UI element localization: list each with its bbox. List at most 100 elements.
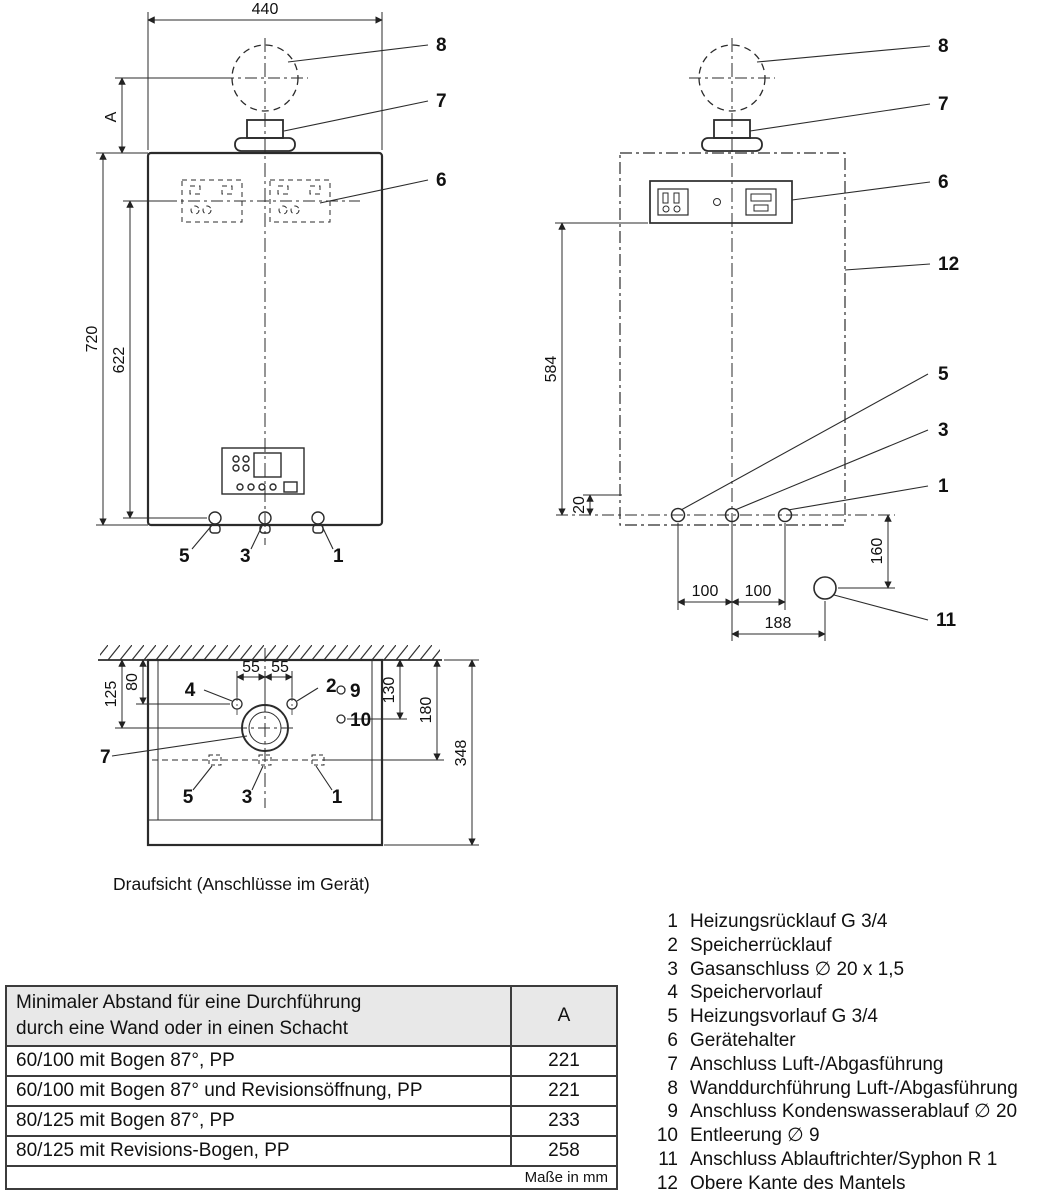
top-view: 55 55 125 80 130 180 — [98, 645, 479, 894]
rear-dim-188-label: 188 — [765, 615, 792, 632]
front-dim-720-label: 720 — [84, 326, 101, 353]
rear-callout-3: 3 — [938, 420, 949, 441]
front-dim-440 — [147, 12, 383, 150]
front-dim-440-label: 440 — [252, 1, 279, 18]
legend-item-number: 2 — [667, 934, 678, 956]
rear-flue-flange — [701, 137, 763, 152]
legend-item-label: Speicherrücklauf — [690, 934, 832, 956]
legend-item-label: Speichervorlauf — [690, 982, 823, 1004]
top-dim-55a-label: 55 — [242, 659, 260, 676]
top-callout-1: 1 — [332, 787, 343, 808]
table-row-label: 60/100 mit Bogen 87°, PP — [5, 1045, 512, 1077]
front-view: 440 A 720 622 8 — [84, 1, 447, 567]
legend-item-label: Gerätehalter — [690, 1029, 796, 1051]
top-callout-10: 10 — [350, 710, 371, 731]
table-row-value: 258 — [510, 1135, 618, 1167]
legend-item-number: 5 — [667, 1006, 678, 1028]
front-callout-3: 3 — [240, 546, 251, 567]
rear-dim-160 — [838, 514, 895, 589]
legend-item: 2 Speicherrücklauf — [652, 934, 1018, 958]
top-conn-10 — [336, 714, 346, 724]
legend-item-number: 10 — [656, 1125, 678, 1147]
legend: 1 Heizungsrücklauf G 3/4 2 Speicherrückl… — [652, 910, 1018, 1196]
top-dim-180-label: 180 — [418, 697, 435, 724]
top-conn-9 — [336, 685, 346, 695]
top-callout-5: 5 — [183, 787, 194, 808]
legend-item-label: Entleerung ∅ 9 — [690, 1125, 820, 1147]
legend-item: 11 Anschluss Ablauftrichter/Syphon R 1 — [652, 1148, 1018, 1172]
table-col-a-header: A — [510, 985, 618, 1047]
rear-callout-leaders — [680, 45, 931, 621]
technical-drawing: 440 A 720 622 8 — [84, 1, 959, 894]
top-hidden-connections — [208, 754, 325, 766]
table-row-value: 221 — [510, 1045, 618, 1077]
rear-callout-5: 5 — [938, 364, 949, 385]
legend-item: 1 Heizungsrücklauf G 3/4 — [652, 910, 1018, 934]
table-row: 60/100 mit Bogen 87° und Revisionsöffnun… — [5, 1075, 618, 1107]
wall-hatching — [100, 645, 440, 660]
legend-item-number: 4 — [667, 982, 678, 1004]
rear-callout-6: 6 — [938, 172, 949, 193]
legend-item: 5 Heizungsvorlauf G 3/4 — [652, 1005, 1018, 1029]
rear-callout-1: 1 — [938, 476, 949, 497]
legend-item-number: 11 — [658, 1148, 678, 1170]
table-row-value: 221 — [510, 1075, 618, 1107]
table-row-label: 80/125 mit Revisions-Bogen, PP — [5, 1135, 512, 1167]
front-callout-7: 7 — [436, 91, 447, 112]
legend-item-label: Anschluss Luft-/Abgasführung — [690, 1053, 944, 1075]
legend-item: 8 Wanddurchführung Luft-/Abgasführung — [652, 1077, 1018, 1101]
legend-item-number: 1 — [667, 911, 678, 932]
front-callout-leaders — [191, 44, 429, 550]
top-dim-80 — [136, 659, 230, 705]
legend-item: 7 Anschluss Luft-/Abgasführung — [652, 1053, 1018, 1077]
rear-dim-100b-label: 100 — [745, 583, 772, 600]
rear-bracket — [649, 180, 793, 224]
top-callout-9: 9 — [350, 681, 361, 702]
front-callout-5: 5 — [179, 546, 190, 567]
front-bracket-left — [181, 179, 243, 223]
legend-item-number: 9 — [667, 1101, 678, 1123]
front-dim-622-label: 622 — [111, 347, 128, 374]
rear-callout-12: 12 — [938, 254, 959, 275]
syphon-connection — [813, 576, 837, 600]
table-units-note: Maße in mm — [5, 1165, 618, 1190]
front-callout-8: 8 — [436, 35, 447, 56]
front-connections — [208, 511, 325, 534]
table-row-label: 80/125 mit Bogen 87°, PP — [5, 1105, 512, 1137]
legend-item-number: 7 — [667, 1053, 678, 1075]
legend-item-number: 6 — [667, 1029, 678, 1051]
table-row-value: 233 — [510, 1105, 618, 1137]
table-header-row: Minimaler Abstand für eine Durchführung … — [5, 985, 618, 1047]
rear-dim-20 — [583, 494, 622, 516]
legend-item-label: Wanddurchführung Luft-/Abgasführung — [690, 1077, 1018, 1099]
front-flue-flange — [234, 137, 296, 152]
table-title: Minimaler Abstand für eine Durchführung … — [5, 985, 512, 1047]
rear-view: 584 20 100 100 188 160 — [543, 36, 959, 641]
table-row-label: 60/100 mit Bogen 87° und Revisionsöffnun… — [5, 1075, 512, 1107]
table-row: 60/100 mit Bogen 87°, PP 221 — [5, 1045, 618, 1077]
front-dim-720 — [96, 152, 148, 526]
top-dim-130-label: 130 — [381, 677, 398, 704]
front-callout-6: 6 — [436, 170, 447, 191]
legend-item: 12 Obere Kante des Mantels — [652, 1172, 1018, 1196]
clearance-table: Minimaler Abstand für eine Durchführung … — [5, 985, 618, 1190]
top-callout-7: 7 — [100, 747, 111, 768]
legend-item: 3 Gasanschluss ∅ 20 x 1,5 — [652, 958, 1018, 982]
top-dim-55b-label: 55 — [271, 659, 289, 676]
top-dim-125 — [115, 659, 240, 729]
front-callout-1: 1 — [333, 546, 344, 567]
legend-item-label: Anschluss Kondenswasserablauf ∅ 20 — [690, 1101, 1018, 1123]
rear-jacket-outline — [619, 152, 846, 526]
top-view-caption: Draufsicht (Anschlüsse im Gerät) — [113, 874, 370, 894]
top-dim-80-label: 80 — [124, 673, 141, 691]
top-dim-348-label: 348 — [453, 740, 470, 767]
rear-dim-188 — [731, 601, 826, 641]
front-dim-622 — [123, 200, 207, 519]
rear-dim-100s — [677, 523, 786, 641]
legend-item-number: 8 — [667, 1077, 678, 1099]
top-dim-180 — [326, 659, 444, 761]
table-row: 80/125 mit Revisions-Bogen, PP 258 — [5, 1135, 618, 1167]
front-dim-A-label: A — [103, 111, 120, 122]
top-dim-130 — [347, 659, 407, 720]
